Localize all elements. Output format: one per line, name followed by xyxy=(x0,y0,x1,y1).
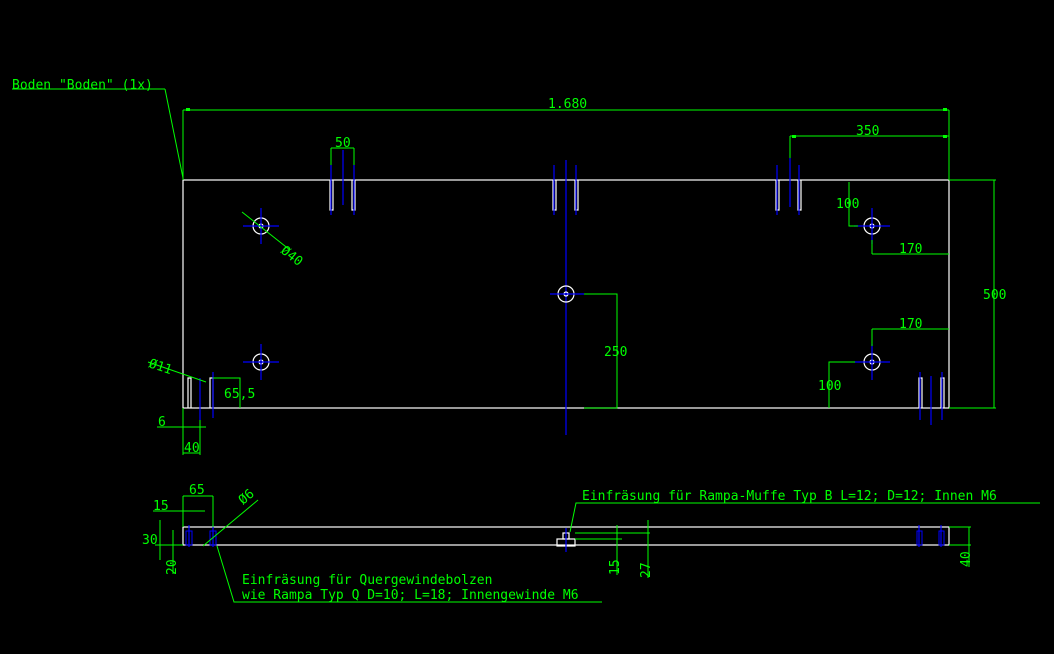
side-view: 65 15 Ø6 30 20 Einfräsung für Quergewind… xyxy=(142,483,1040,603)
part-label[interactable]: Boden "Boden" (1x) xyxy=(12,78,153,93)
dim-line-65-5 xyxy=(213,377,241,408)
note-quer-line1[interactable]: Einfräsung für Quergewindebolzen xyxy=(242,573,492,588)
note-muffe[interactable]: Einfräsung für Rampa-Muffe Typ B L=12; D… xyxy=(582,489,997,504)
dim-tick xyxy=(943,108,947,111)
dim-hole-dia-small[interactable]: Ø11 xyxy=(147,357,174,379)
dim-tick xyxy=(943,135,947,138)
dim-hole-top-right-y[interactable]: 100 xyxy=(836,197,859,212)
dia-leader xyxy=(147,361,207,383)
hole[interactable] xyxy=(550,285,584,303)
dim-hole-dia-large[interactable]: Ø40 xyxy=(278,243,306,269)
dim-line-100-top xyxy=(848,182,858,227)
dim-side-15-left[interactable]: 15 xyxy=(153,499,169,514)
dim-edge-6[interactable]: 6 xyxy=(158,415,166,430)
dim-center-hole-y[interactable]: 250 xyxy=(604,345,627,360)
hole[interactable] xyxy=(243,208,279,244)
part-label-group: Boden "Boden" (1x) xyxy=(12,78,184,179)
dim-edge-40[interactable]: 40 xyxy=(184,441,200,456)
dim-hole-bottom-right-x[interactable]: 170 xyxy=(899,317,922,332)
dim-side-15[interactable]: 15 xyxy=(608,559,623,575)
dim-side-65[interactable]: 65 xyxy=(189,483,205,498)
dim-line-250 xyxy=(584,293,618,409)
hole[interactable] xyxy=(854,344,890,380)
slot[interactable] xyxy=(187,377,192,408)
dim-side-27[interactable]: 27 xyxy=(639,562,654,578)
dia-leader xyxy=(241,211,291,251)
dim-slot-pair-width[interactable]: 50 xyxy=(335,136,351,151)
dim-side-30[interactable]: 30 xyxy=(142,533,158,548)
dim-height[interactable]: 500 xyxy=(983,288,1006,303)
dim-line-100-bottom xyxy=(828,361,855,408)
dim-side-dia6[interactable]: Ø6 xyxy=(236,487,258,509)
dim-side-20[interactable]: 20 xyxy=(165,559,180,575)
dim-slot-depth[interactable]: 65,5 xyxy=(224,387,255,402)
part-label-leader xyxy=(164,88,184,179)
dim-overall-length[interactable]: 1.680 xyxy=(548,97,587,112)
dim-tick xyxy=(792,135,796,138)
note-quer-line2[interactable]: wie Rampa Typ Q D=10; L=18; Innengewinde… xyxy=(242,588,579,603)
note-leader-quer xyxy=(216,545,602,603)
dim-side-thickness[interactable]: 40 xyxy=(959,551,974,567)
top-view: 1.680 350 50 xyxy=(147,97,1007,456)
dim-right-offset[interactable]: 350 xyxy=(856,124,879,139)
dim-hole-bottom-right-y[interactable]: 100 xyxy=(818,379,841,394)
hole[interactable] xyxy=(854,208,890,244)
dia-leader xyxy=(202,499,259,547)
dim-tick xyxy=(186,108,190,111)
hole[interactable] xyxy=(243,344,279,380)
dim-hole-top-right-x[interactable]: 170 xyxy=(899,242,922,257)
top-slots xyxy=(187,150,945,425)
note-leader-muffe xyxy=(569,502,1040,533)
